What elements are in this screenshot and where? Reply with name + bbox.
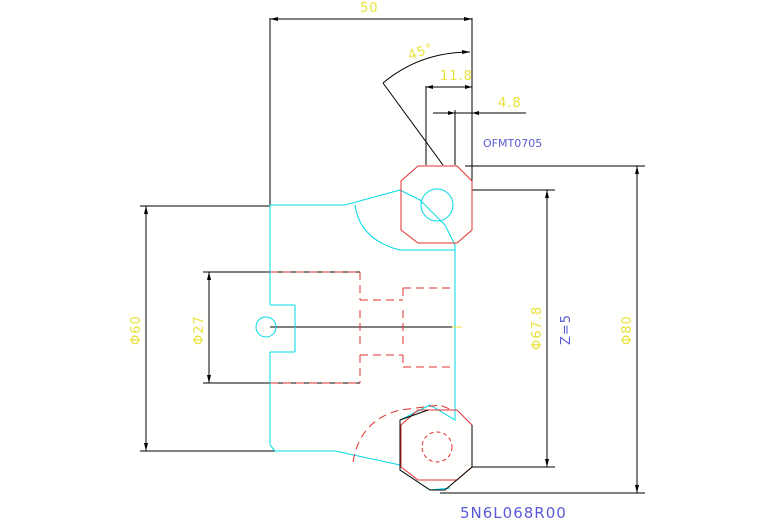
arrow xyxy=(144,206,148,214)
dim-label-11-8: 11.8 xyxy=(440,69,473,84)
hidden-arc xyxy=(352,404,453,463)
body-bottom xyxy=(269,444,401,466)
teeth-count-label: Z=5 xyxy=(559,314,574,345)
insert-code-label: OFMT0705 xyxy=(483,137,542,150)
dimension-arrows xyxy=(144,17,639,493)
cutter-body-outline xyxy=(255,189,456,491)
dim-label-27: Φ27 xyxy=(192,315,207,345)
arrow xyxy=(465,85,472,89)
dim-label-67-8: Φ67.8 xyxy=(530,306,545,350)
body-profile xyxy=(270,189,456,491)
dim-label-4-8: 4.8 xyxy=(498,96,522,111)
arrow xyxy=(426,85,433,89)
dimension-labels: 50 45° 11.8 4.8 Φ60 Φ27 Φ67.8 Φ80 xyxy=(129,1,635,350)
arrow xyxy=(635,166,639,174)
insert-lower xyxy=(400,409,473,481)
dim-label-50: 50 xyxy=(360,1,379,16)
part-code-label: 5N6L068R00 xyxy=(460,504,567,522)
arrow xyxy=(472,111,479,115)
dim-label-60: Φ60 xyxy=(129,315,144,345)
insert-screw-upper xyxy=(420,188,454,222)
arrow xyxy=(207,375,211,383)
arrow xyxy=(464,17,472,21)
arrow xyxy=(270,17,278,21)
dimension-lines xyxy=(140,18,645,494)
arrow xyxy=(545,190,549,198)
dim-label-80: Φ80 xyxy=(620,315,635,345)
insert-screw-lower xyxy=(421,431,453,463)
arrow xyxy=(635,485,639,493)
arrow xyxy=(448,111,455,115)
arrow xyxy=(545,459,549,467)
angle-arc-45 xyxy=(382,51,471,84)
pilot-hole-circle xyxy=(255,316,277,338)
arrow xyxy=(144,443,148,451)
insert-seat-lower xyxy=(399,409,473,491)
arrow xyxy=(207,272,211,280)
insert-octagon-upper xyxy=(400,165,473,244)
angle-leg-45 xyxy=(382,82,444,166)
insert-upper xyxy=(400,165,473,244)
drawing-sheet xyxy=(123,0,653,523)
hidden-lines xyxy=(270,271,453,463)
insert-octagon-lower xyxy=(400,409,473,481)
pocket-upper-arc xyxy=(354,204,455,251)
arrow xyxy=(462,50,470,54)
